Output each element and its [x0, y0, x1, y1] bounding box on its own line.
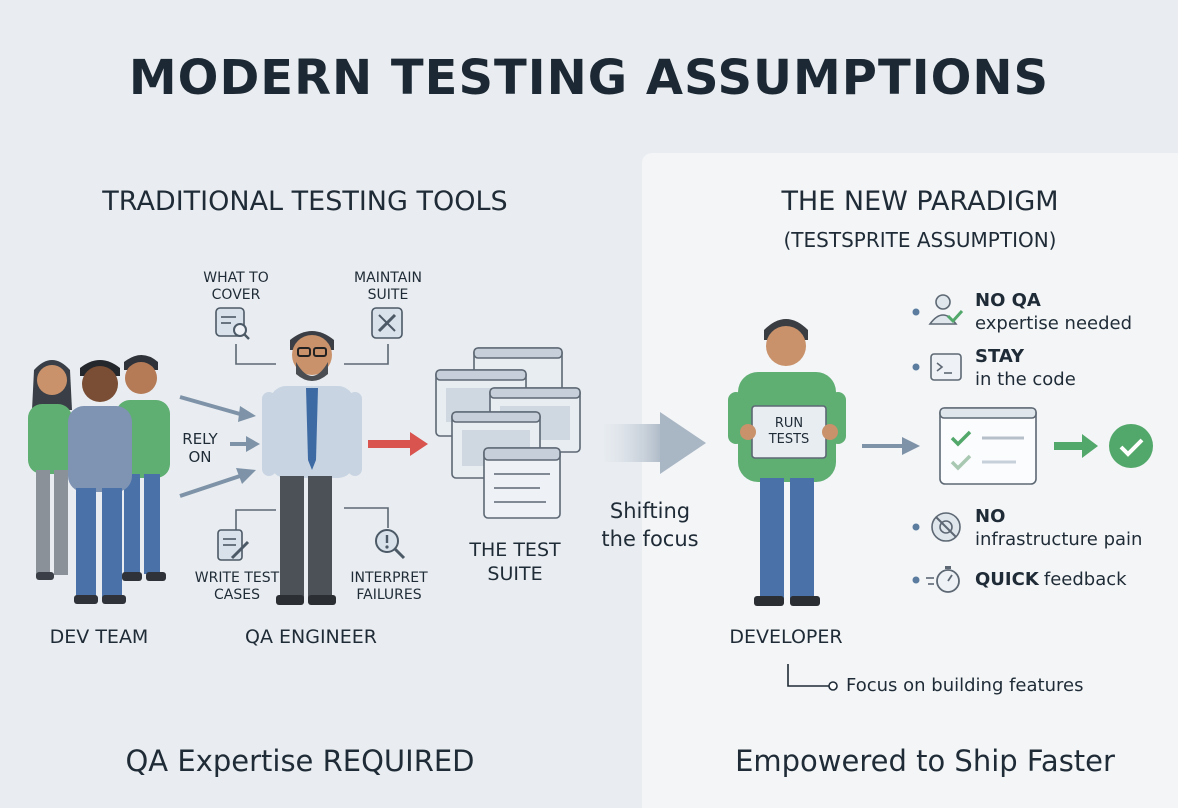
feature-subtitle: in the code: [975, 369, 1076, 390]
user-check-icon: [928, 294, 964, 325]
terminal-icon: [930, 353, 962, 381]
checklist-magnifier-icon: [215, 307, 250, 340]
developer-to-checklist-arrow: [862, 437, 920, 455]
task-connectors: [235, 344, 389, 530]
dev-team-member-woman: [28, 360, 72, 580]
feature-no-qa: NO QA expertise needed: [975, 289, 1132, 335]
dev-team-label: DEV TEAM: [49, 626, 149, 648]
developer-label: DEVELOPER: [729, 626, 843, 648]
bullet-dot: [912, 523, 920, 531]
feature-stay-in-code: STAY in the code: [975, 345, 1076, 391]
feature-no-infrastructure: NO infrastructure pain: [975, 505, 1142, 551]
focus-note: Focus on building features: [846, 675, 1084, 696]
checklist-window: [939, 407, 1037, 485]
right-bottom-caption: Empowered to Ship Faster: [735, 744, 1115, 778]
run-tests-label: RUN TESTS: [768, 416, 810, 447]
qa-engineer-illustration: [262, 331, 362, 605]
document-pencil-icon: [217, 529, 250, 561]
wrench-screwdriver-icon: [371, 307, 403, 339]
new-paradigm-panel: [642, 153, 1178, 808]
alert-magnifier-icon: [375, 529, 406, 560]
stopwatch-icon: [926, 566, 960, 593]
traditional-heading: TRADITIONAL TESTING TOOLS: [102, 186, 508, 217]
test-suite-stack: [435, 347, 581, 519]
rely-on-arrows: [179, 395, 260, 498]
feature-title: STAY: [975, 346, 1025, 367]
paradigm-subheading: (TESTSPRITE ASSUMPTION): [783, 228, 1057, 252]
red-arrow-to-suite: [368, 432, 428, 456]
test-suite-label: THE TEST SUITE: [469, 539, 561, 585]
developer-illustration: [728, 319, 846, 606]
feature-title: NO: [975, 506, 1006, 527]
paradigm-heading: THE NEW PARADIGM: [781, 186, 1059, 217]
feature-title: NO QA: [975, 290, 1041, 311]
page-title: MODERN TESTING ASSUMPTIONS: [128, 50, 1050, 106]
dev-team-illustration: [28, 355, 170, 604]
bullet-dot: [912, 308, 920, 316]
feature-quick-feedback: QUICK feedback: [975, 568, 1127, 591]
green-arrow: [1054, 434, 1098, 458]
bullet-dot: [912, 576, 920, 584]
task-label-write-test-cases: WRITE TEST CASES: [194, 570, 280, 603]
left-bottom-caption: QA Expertise REQUIRED: [125, 744, 475, 778]
success-check-icon: [1109, 424, 1153, 468]
task-label-maintain-suite: MAINTAIN SUITE: [354, 270, 422, 303]
feature-subtitle: expertise needed: [975, 313, 1133, 334]
shift-label: Shifting the focus: [601, 499, 699, 551]
dev-team-member-center: [68, 360, 132, 604]
task-label-interpret-failures: INTERPRET FAILURES: [350, 570, 428, 603]
bullet-dot: [912, 363, 920, 371]
feature-subtitle: infrastructure pain: [975, 529, 1143, 550]
focus-connector: [787, 664, 830, 687]
no-infrastructure-icon: [931, 512, 961, 542]
task-label-what-to-cover: WHAT TO COVER: [203, 270, 269, 303]
suite-window: [483, 447, 561, 519]
rely-on-label: RELY ON: [182, 430, 218, 466]
feature-title: QUICK: [975, 569, 1039, 590]
qa-engineer-label: QA ENGINEER: [245, 626, 377, 648]
feature-subtitle: feedback: [1043, 569, 1127, 590]
shift-arrow: [604, 412, 706, 474]
